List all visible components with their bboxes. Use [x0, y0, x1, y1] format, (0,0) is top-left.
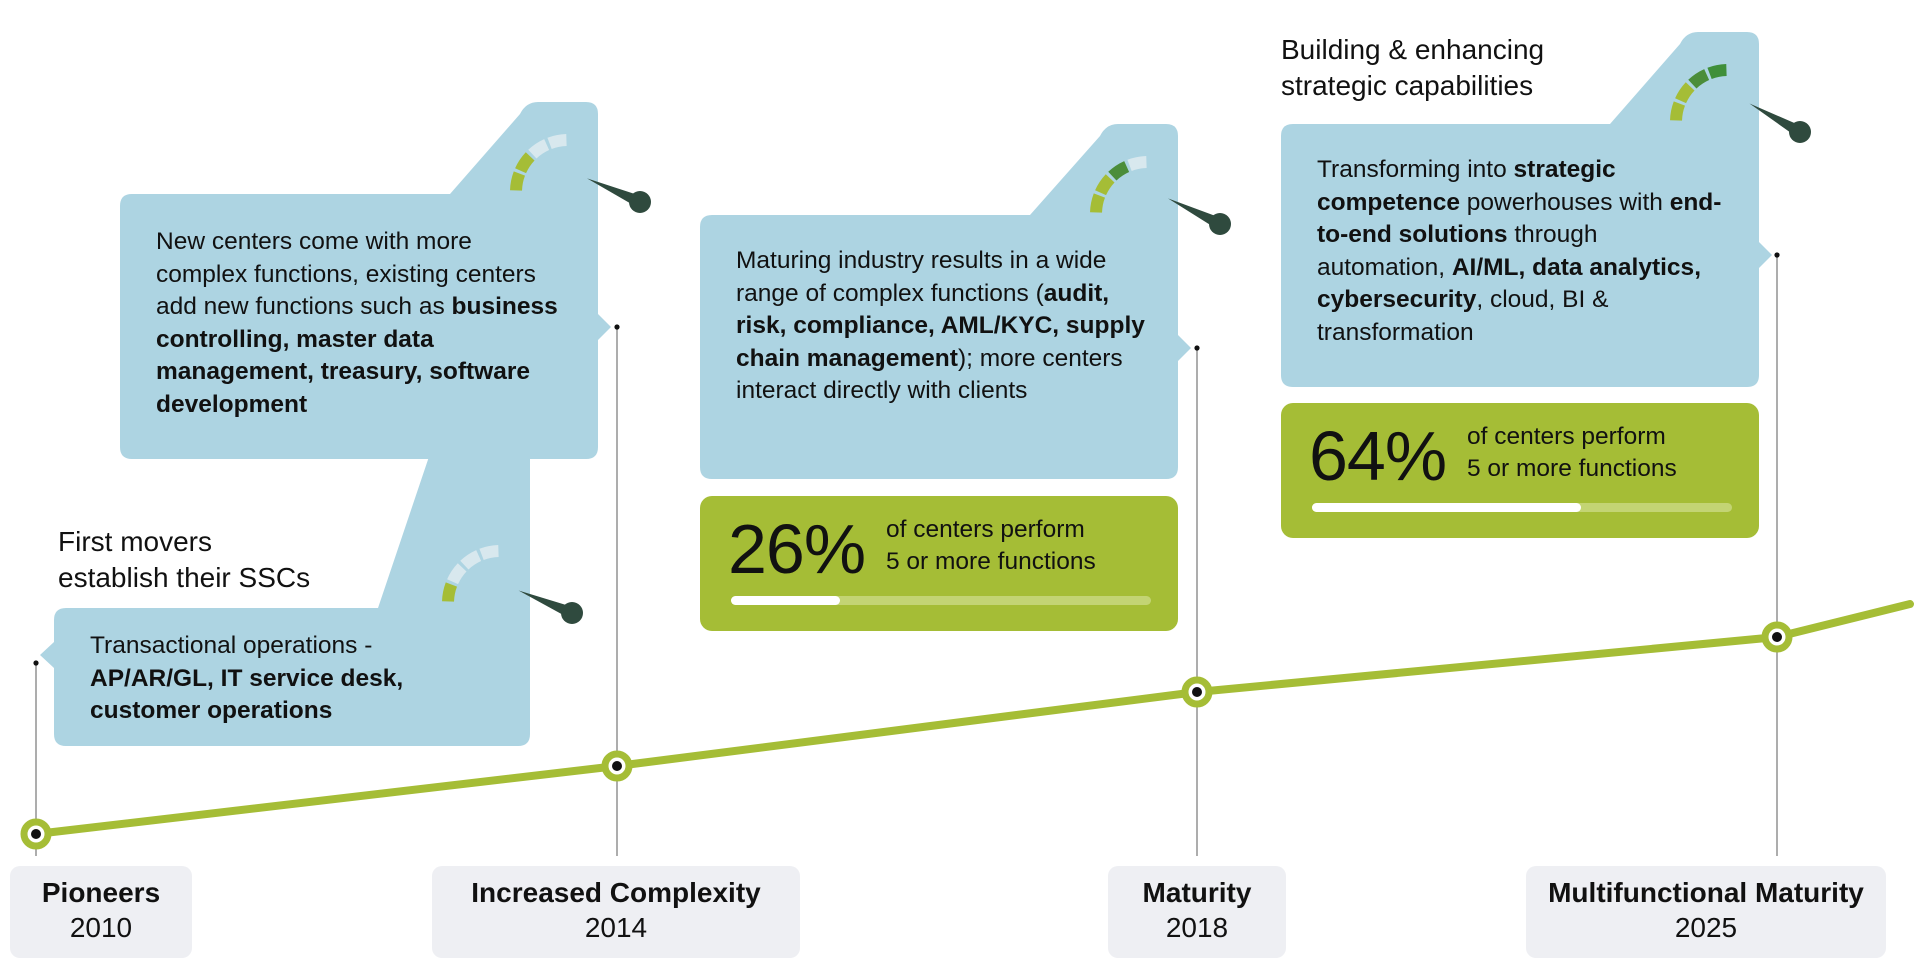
stage-description-2: New centers come with more complex funct…: [156, 226, 566, 421]
stage-name: Increased Complexity: [471, 877, 761, 908]
connector-dot-1: [33, 660, 39, 666]
stage-label-3: Maturity 2018: [1108, 866, 1286, 958]
description-segment: through automation,: [1317, 221, 1598, 281]
stage-year: 2010: [69, 912, 133, 943]
connector-dot-4: [1774, 252, 1780, 258]
stat-percent: 26%: [728, 510, 866, 588]
stage-description-4: Transforming into strategic competence p…: [1317, 154, 1727, 349]
milestone-dot-3: [1192, 687, 1202, 697]
stat-progress-fill: [731, 596, 841, 605]
stage-card-bubble-2: [120, 102, 611, 459]
stat-box-4: 64% of centers perform 5 or more functions: [1281, 403, 1759, 538]
stat-caption-line: 5 or more functions: [886, 548, 1096, 575]
stat-caption-line: of centers perform: [886, 516, 1085, 543]
gauge-icon-3: [1090, 156, 1231, 235]
description-segment: Transforming into: [1317, 156, 1514, 183]
description-segment: Transactional operations -: [90, 632, 373, 659]
stage-year: 2014: [584, 912, 648, 943]
milestone-dot-2: [612, 761, 622, 771]
stage-label-4: Multifunctional Maturity 2025: [1526, 866, 1886, 958]
stage-year: 2018: [1165, 912, 1229, 943]
stage-card-bubble-3: [700, 124, 1191, 479]
stage-name: Pioneers: [41, 877, 161, 908]
description-segment: New centers come with more complex funct…: [156, 228, 536, 320]
header-line: Building & enhancing: [1281, 34, 1545, 65]
stage-header-1: First movers establish their SSCs: [58, 524, 310, 596]
stat-progress-track: [731, 596, 1151, 605]
description-segment: strategic competence: [1317, 156, 1616, 216]
stat-caption: of centers perform 5 or more functions: [1467, 421, 1677, 485]
stat-progress-fill: [1312, 503, 1581, 512]
header-line: establish their SSCs: [58, 562, 311, 593]
stage-name: Multifunctional Maturity: [1548, 877, 1864, 908]
description-segment: audit, risk, compliance, AML/KYC, supply…: [736, 279, 1145, 372]
stage-name: Maturity: [1142, 877, 1252, 908]
gauge-icon-2: [510, 134, 651, 213]
stat-caption-line: of centers perform: [1467, 423, 1666, 450]
description-segment: powerhouses with: [1459, 188, 1670, 216]
stage-card-bubble-1: [40, 412, 530, 746]
gauge-icon-4: [1670, 64, 1811, 143]
stat-percent: 64%: [1309, 417, 1447, 495]
description-segment: business controlling, master data manage…: [156, 293, 558, 418]
stage-card-bubble-4: [1281, 32, 1772, 387]
header-line: First movers: [58, 526, 212, 557]
connector-dot-2: [614, 324, 620, 330]
description-segment: Maturing industry results in a wide rang…: [736, 247, 1107, 307]
stage-description-3: Maturing industry results in a wide rang…: [736, 245, 1146, 408]
stage-label-2: Increased Complexity 2014: [432, 866, 800, 958]
stage-header-4: Building & enhancing strategic capabiliti…: [1281, 32, 1544, 104]
header-line: strategic capabilities: [1281, 70, 1534, 101]
stat-box-3: 26% of centers perform 5 or more functions: [700, 496, 1178, 631]
milestone-dot-4: [1772, 632, 1782, 642]
stage-description-1: Transactional operations - AP/AR/GL, IT …: [90, 630, 490, 728]
description-segment: end-to-end solutions: [1317, 188, 1722, 249]
connector-dot-3: [1194, 345, 1200, 351]
description-segment: ); more centers interact directly with c…: [736, 344, 1123, 405]
gauge-icon-1: [442, 545, 583, 624]
stage-year: 2025: [1674, 912, 1738, 943]
milestone-dot-1: [31, 829, 41, 839]
stat-caption-line: 5 or more functions: [1467, 455, 1677, 482]
stage-label-1: Pioneers 2010: [10, 866, 192, 958]
stat-progress-track: [1312, 503, 1732, 512]
description-segment: , cloud, BI & transformation: [1317, 286, 1609, 346]
description-segment: AI/ML, data analytics, cybersecurity: [1317, 253, 1701, 314]
description-segment: AP/AR/GL, IT service desk, customer oper…: [90, 664, 404, 725]
stat-caption: of centers perform 5 or more functions: [886, 514, 1096, 578]
